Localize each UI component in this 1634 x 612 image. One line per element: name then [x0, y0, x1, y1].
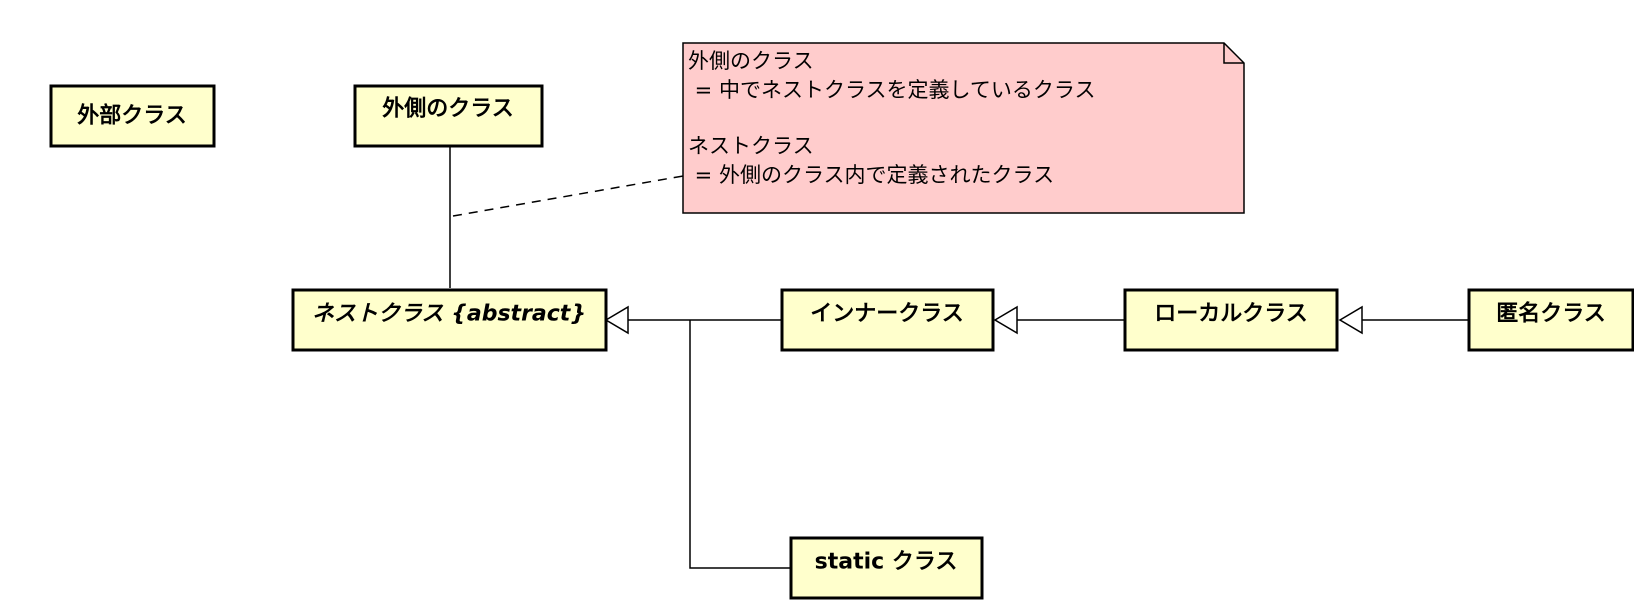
class-anonymous[interactable]: 匿名クラス: [1467, 288, 1634, 352]
class-local-label: ローカルクラス: [1154, 302, 1308, 327]
class-outer[interactable]: 外側のクラス: [353, 84, 544, 148]
note-line-1: 外側のクラス: [688, 49, 814, 73]
note-shape: [682, 42, 1245, 214]
inheritance-arrowhead-inner: [993, 305, 1018, 335]
class-external[interactable]: 外部クラス: [49, 84, 216, 148]
inheritance-line-static: [689, 320, 791, 569]
class-static[interactable]: static クラス: [789, 536, 984, 600]
note-line-4: = 外側のクラス内で定義されたクラス: [688, 163, 1054, 187]
class-local[interactable]: ローカルクラス: [1123, 288, 1339, 352]
class-inner[interactable]: インナークラス: [780, 288, 995, 352]
class-nested-label: ネストクラス {abstract}: [312, 302, 586, 327]
inheritance-arrowhead-local: [1338, 305, 1363, 335]
inheritance-arrowhead-nested: [604, 305, 629, 335]
class-external-label: 外部クラス: [77, 103, 187, 129]
note-line-3: ネストクラス: [688, 134, 814, 158]
class-inner-label: インナークラス: [810, 302, 964, 327]
note: 外側のクラス = 中でネストクラスを定義しているクラス ネストクラス = 外側の…: [682, 42, 1245, 214]
class-nested[interactable]: ネストクラス {abstract}: [291, 288, 608, 352]
note-line-2: = 中でネストクラスを定義しているクラス: [688, 78, 1095, 102]
note-fold-corner: [1223, 43, 1244, 64]
class-anonymous-label: 匿名クラス: [1496, 301, 1606, 327]
class-static-label: static クラス: [815, 550, 958, 575]
note-anchor-line: [452, 175, 684, 217]
class-outer-label: 外側のクラス: [382, 96, 514, 122]
